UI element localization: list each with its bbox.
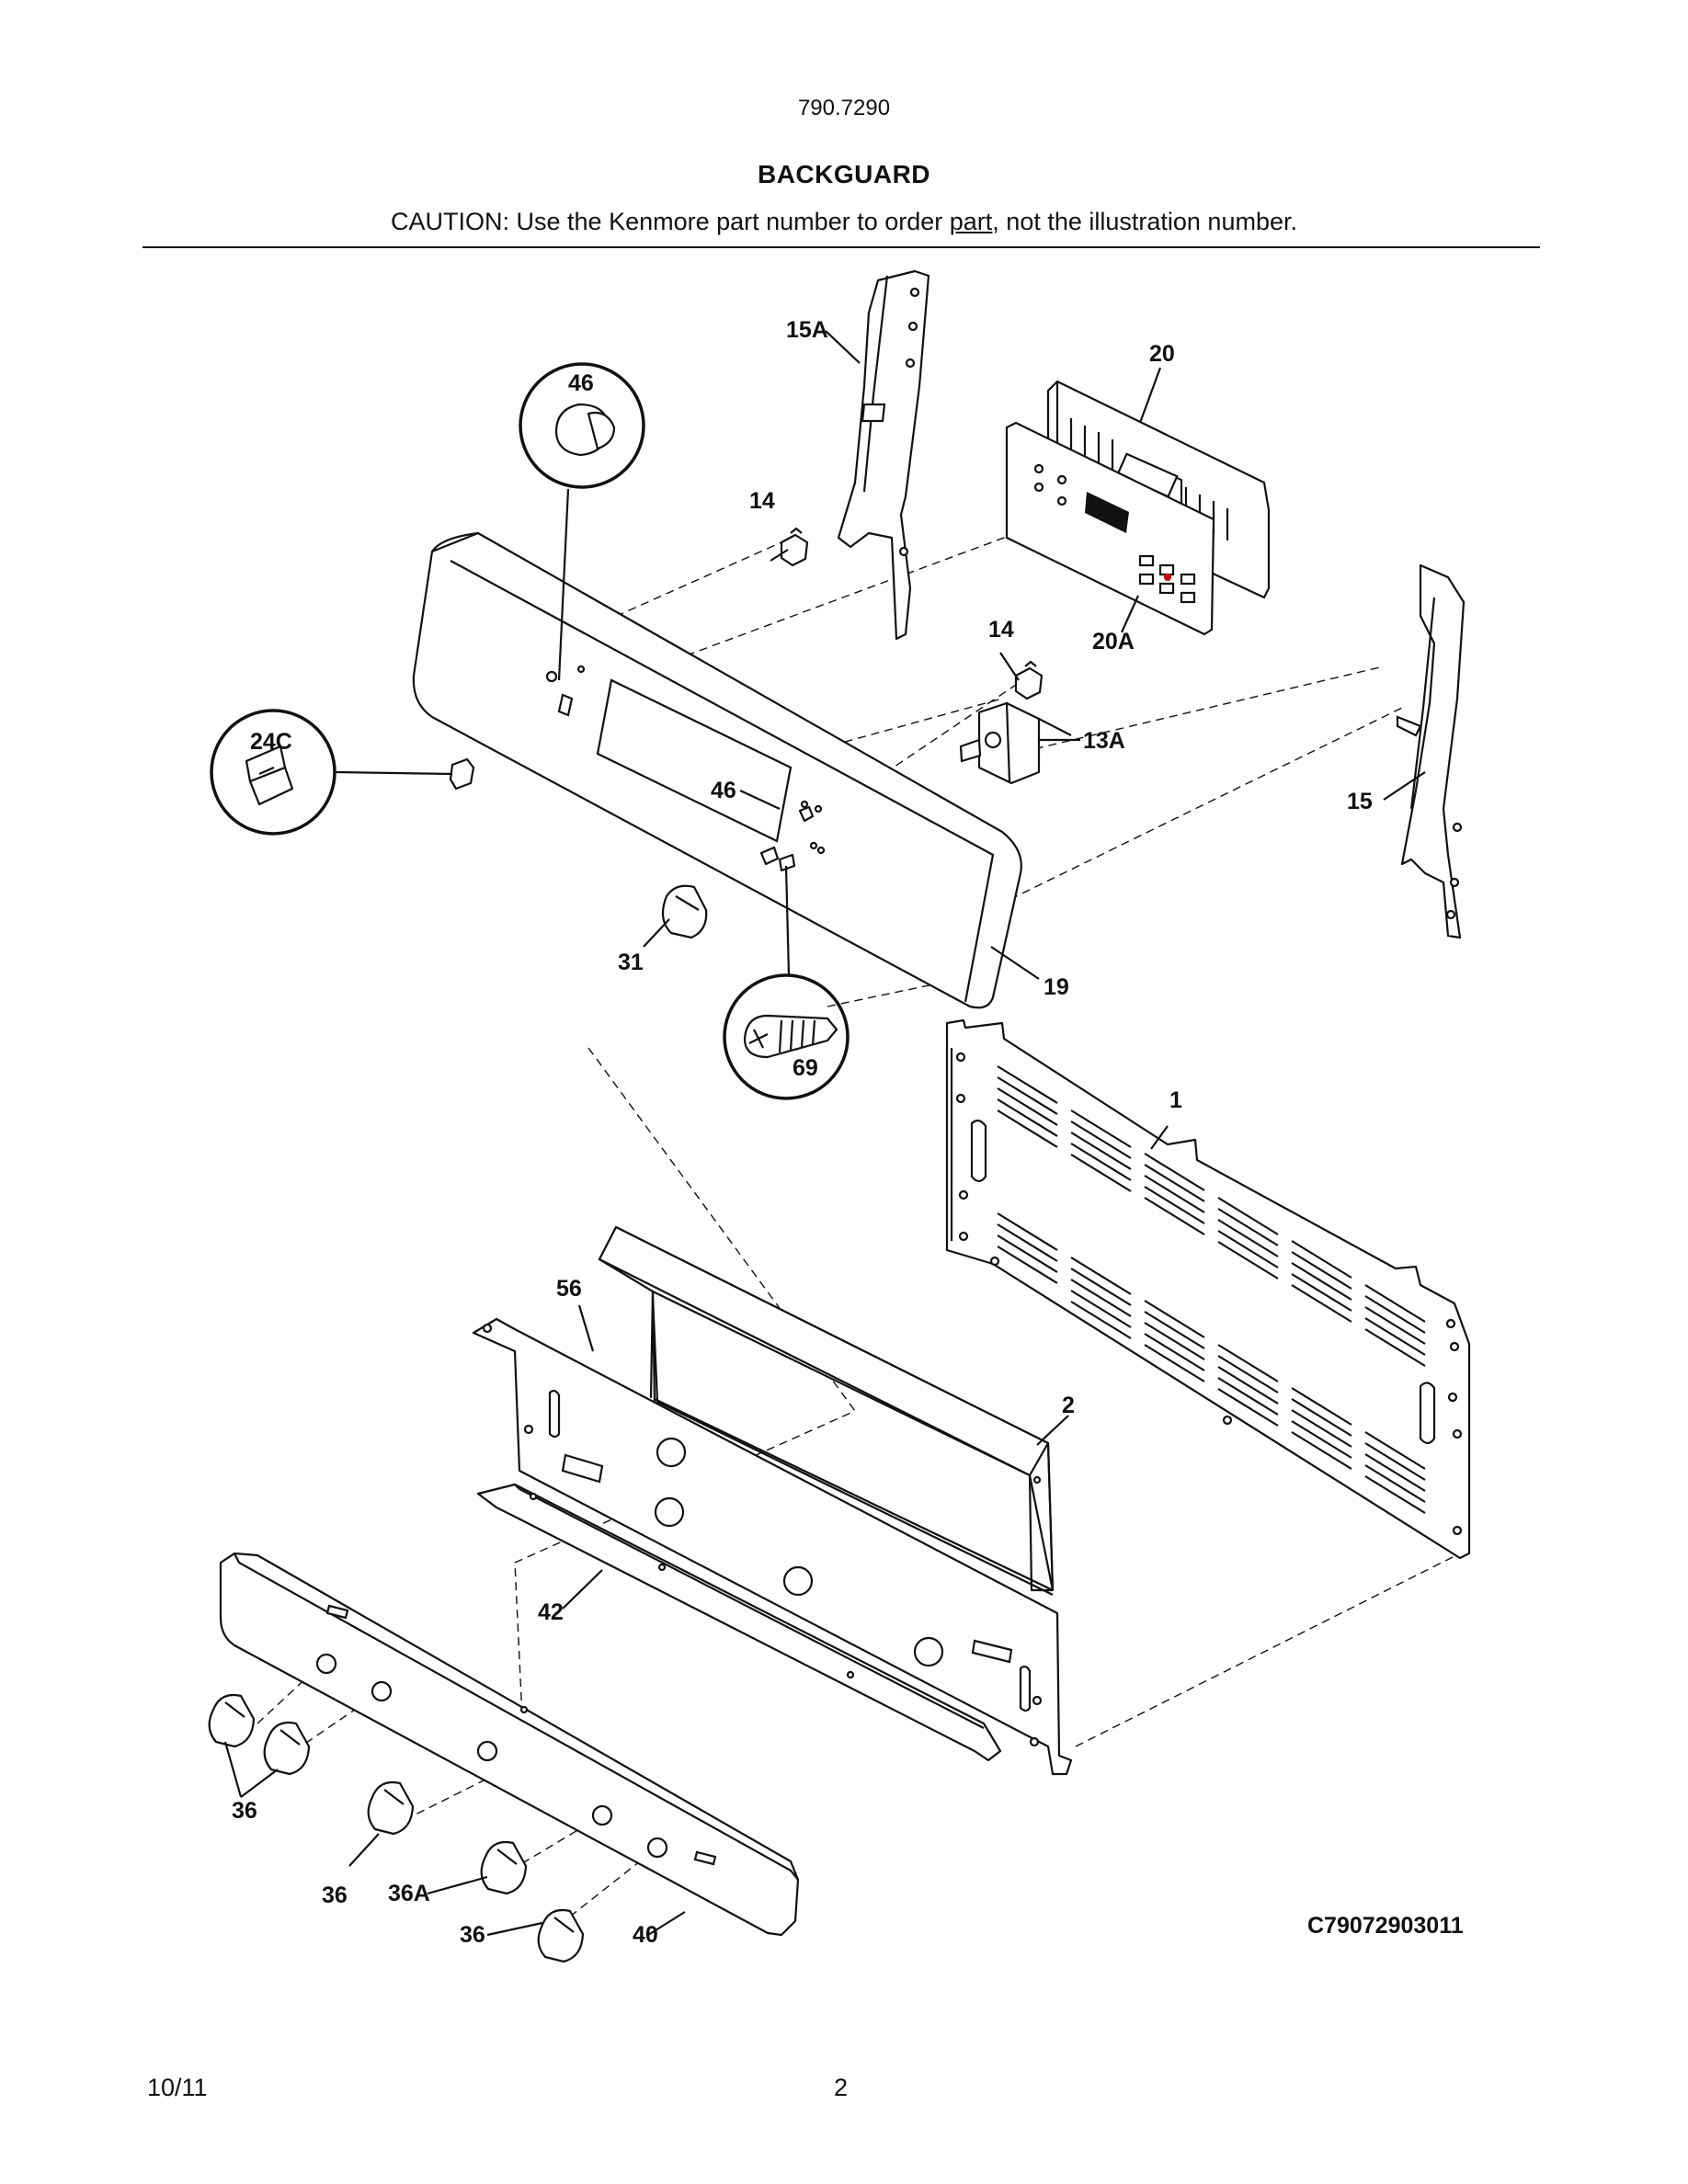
callout-labels: 15A 20 46 14 14 20A 13A 24C 15 46 31 19 … bbox=[232, 317, 1464, 1948]
model-number: 790.7290 bbox=[797, 96, 891, 120]
bracket-15 bbox=[1396, 563, 1466, 939]
vent-slots bbox=[997, 1065, 1426, 1514]
callout-1: 1 bbox=[1169, 1087, 1182, 1113]
switch-14-lower bbox=[1014, 660, 1044, 700]
burner-knob-36a bbox=[480, 1840, 528, 1895]
callout-2: 2 bbox=[1062, 1393, 1075, 1418]
callout-14-lower: 14 bbox=[988, 617, 1014, 643]
trim-strip-42 bbox=[476, 1483, 1002, 1762]
callout-56: 56 bbox=[556, 1276, 582, 1302]
callout-69: 69 bbox=[793, 1055, 818, 1081]
callout-36-a: 36 bbox=[232, 1798, 257, 1824]
mounting-plate-56 bbox=[472, 1317, 1073, 1776]
rear-panel-1 bbox=[945, 1018, 1471, 1560]
burner-knobs-36 bbox=[208, 1693, 585, 1963]
callout-14-upper: 14 bbox=[749, 488, 775, 514]
leader-lines bbox=[223, 330, 1426, 1937]
header-rule bbox=[143, 246, 1540, 248]
callout-20: 20 bbox=[1149, 341, 1175, 367]
callout-36-c: 36 bbox=[460, 1922, 485, 1948]
footer-page-number: 2 bbox=[834, 2074, 849, 2101]
caution-note: CAUTION: Use the Kenmore part number to … bbox=[0, 208, 1688, 236]
detail-circle-69 bbox=[723, 865, 850, 1100]
illustration-code: C79072903011 bbox=[1307, 1913, 1464, 1939]
callout-42: 42 bbox=[538, 1599, 564, 1625]
callout-46: 46 bbox=[711, 778, 736, 803]
callout-15a: 15A bbox=[786, 317, 828, 343]
detail-circle-24c bbox=[210, 709, 453, 836]
callout-13a: 13A bbox=[1083, 728, 1125, 754]
callout-24c: 24C bbox=[250, 729, 292, 755]
callout-31: 31 bbox=[618, 950, 644, 975]
footer-date: 10/11 bbox=[147, 2074, 208, 2101]
section-title: BACKGUARD bbox=[757, 160, 931, 188]
bracket-15a bbox=[837, 269, 930, 641]
caution-underlined-word: part bbox=[949, 208, 993, 235]
manifold-panel-40 bbox=[219, 1552, 800, 1937]
switch-14-upper bbox=[780, 527, 809, 567]
knob-31 bbox=[661, 884, 708, 939]
callout-36a: 36A bbox=[388, 1881, 430, 1906]
switch-24c-small bbox=[449, 757, 475, 791]
callout-20a: 20A bbox=[1092, 629, 1135, 654]
backguard-panel-19 bbox=[412, 531, 1022, 1009]
control-overlay-20a bbox=[1005, 421, 1215, 636]
screw-46-panel bbox=[759, 805, 815, 872]
detail-circle-46 bbox=[519, 362, 645, 681]
infinite-switch-13a bbox=[959, 701, 1072, 785]
caution-suffix: , not the illustration number. bbox=[992, 208, 1297, 235]
shield-2 bbox=[598, 1225, 1055, 1596]
callout-40: 40 bbox=[633, 1922, 658, 1948]
callout-15: 15 bbox=[1347, 789, 1373, 814]
callout-46-circle: 46 bbox=[568, 370, 594, 396]
callout-36-b: 36 bbox=[322, 1883, 348, 1908]
callout-19: 19 bbox=[1044, 974, 1069, 1000]
caution-prefix: CAUTION: Use the Kenmore part number to … bbox=[391, 208, 950, 235]
